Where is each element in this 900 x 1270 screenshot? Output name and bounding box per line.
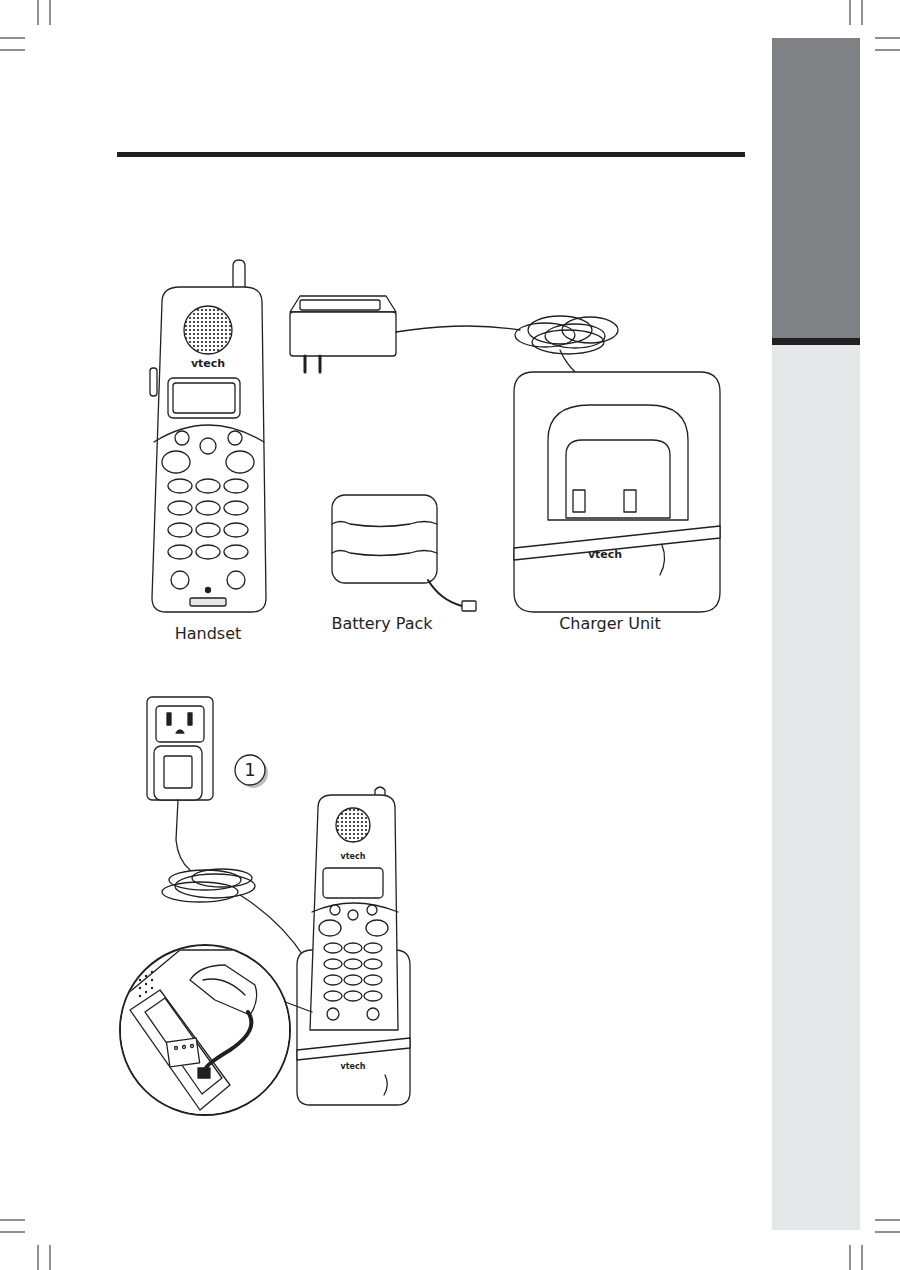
step-badge <box>235 755 265 785</box>
charger-with-handset <box>297 787 410 1105</box>
part-name: Charger Unit <box>559 615 661 633</box>
brand-logo: vtech <box>341 1063 366 1072</box>
section-tab <box>772 38 860 338</box>
power-adapter <box>290 296 618 372</box>
charger-drawing <box>514 372 720 612</box>
brand-logo: vtech <box>341 853 366 862</box>
part-name: Handset <box>175 625 242 643</box>
part-name: Battery Pack <box>331 615 432 633</box>
tab-divider <box>772 338 860 345</box>
side-band <box>772 345 860 1230</box>
header-rule <box>117 152 745 157</box>
battery-inset <box>120 945 312 1130</box>
brand-logo: vtech <box>191 358 225 370</box>
battery-pack-drawing <box>332 495 476 611</box>
step-number: 1 <box>244 760 255 780</box>
wall-outlet <box>147 697 305 958</box>
handset-drawing <box>150 260 266 612</box>
brand-logo: vtech <box>588 549 622 561</box>
